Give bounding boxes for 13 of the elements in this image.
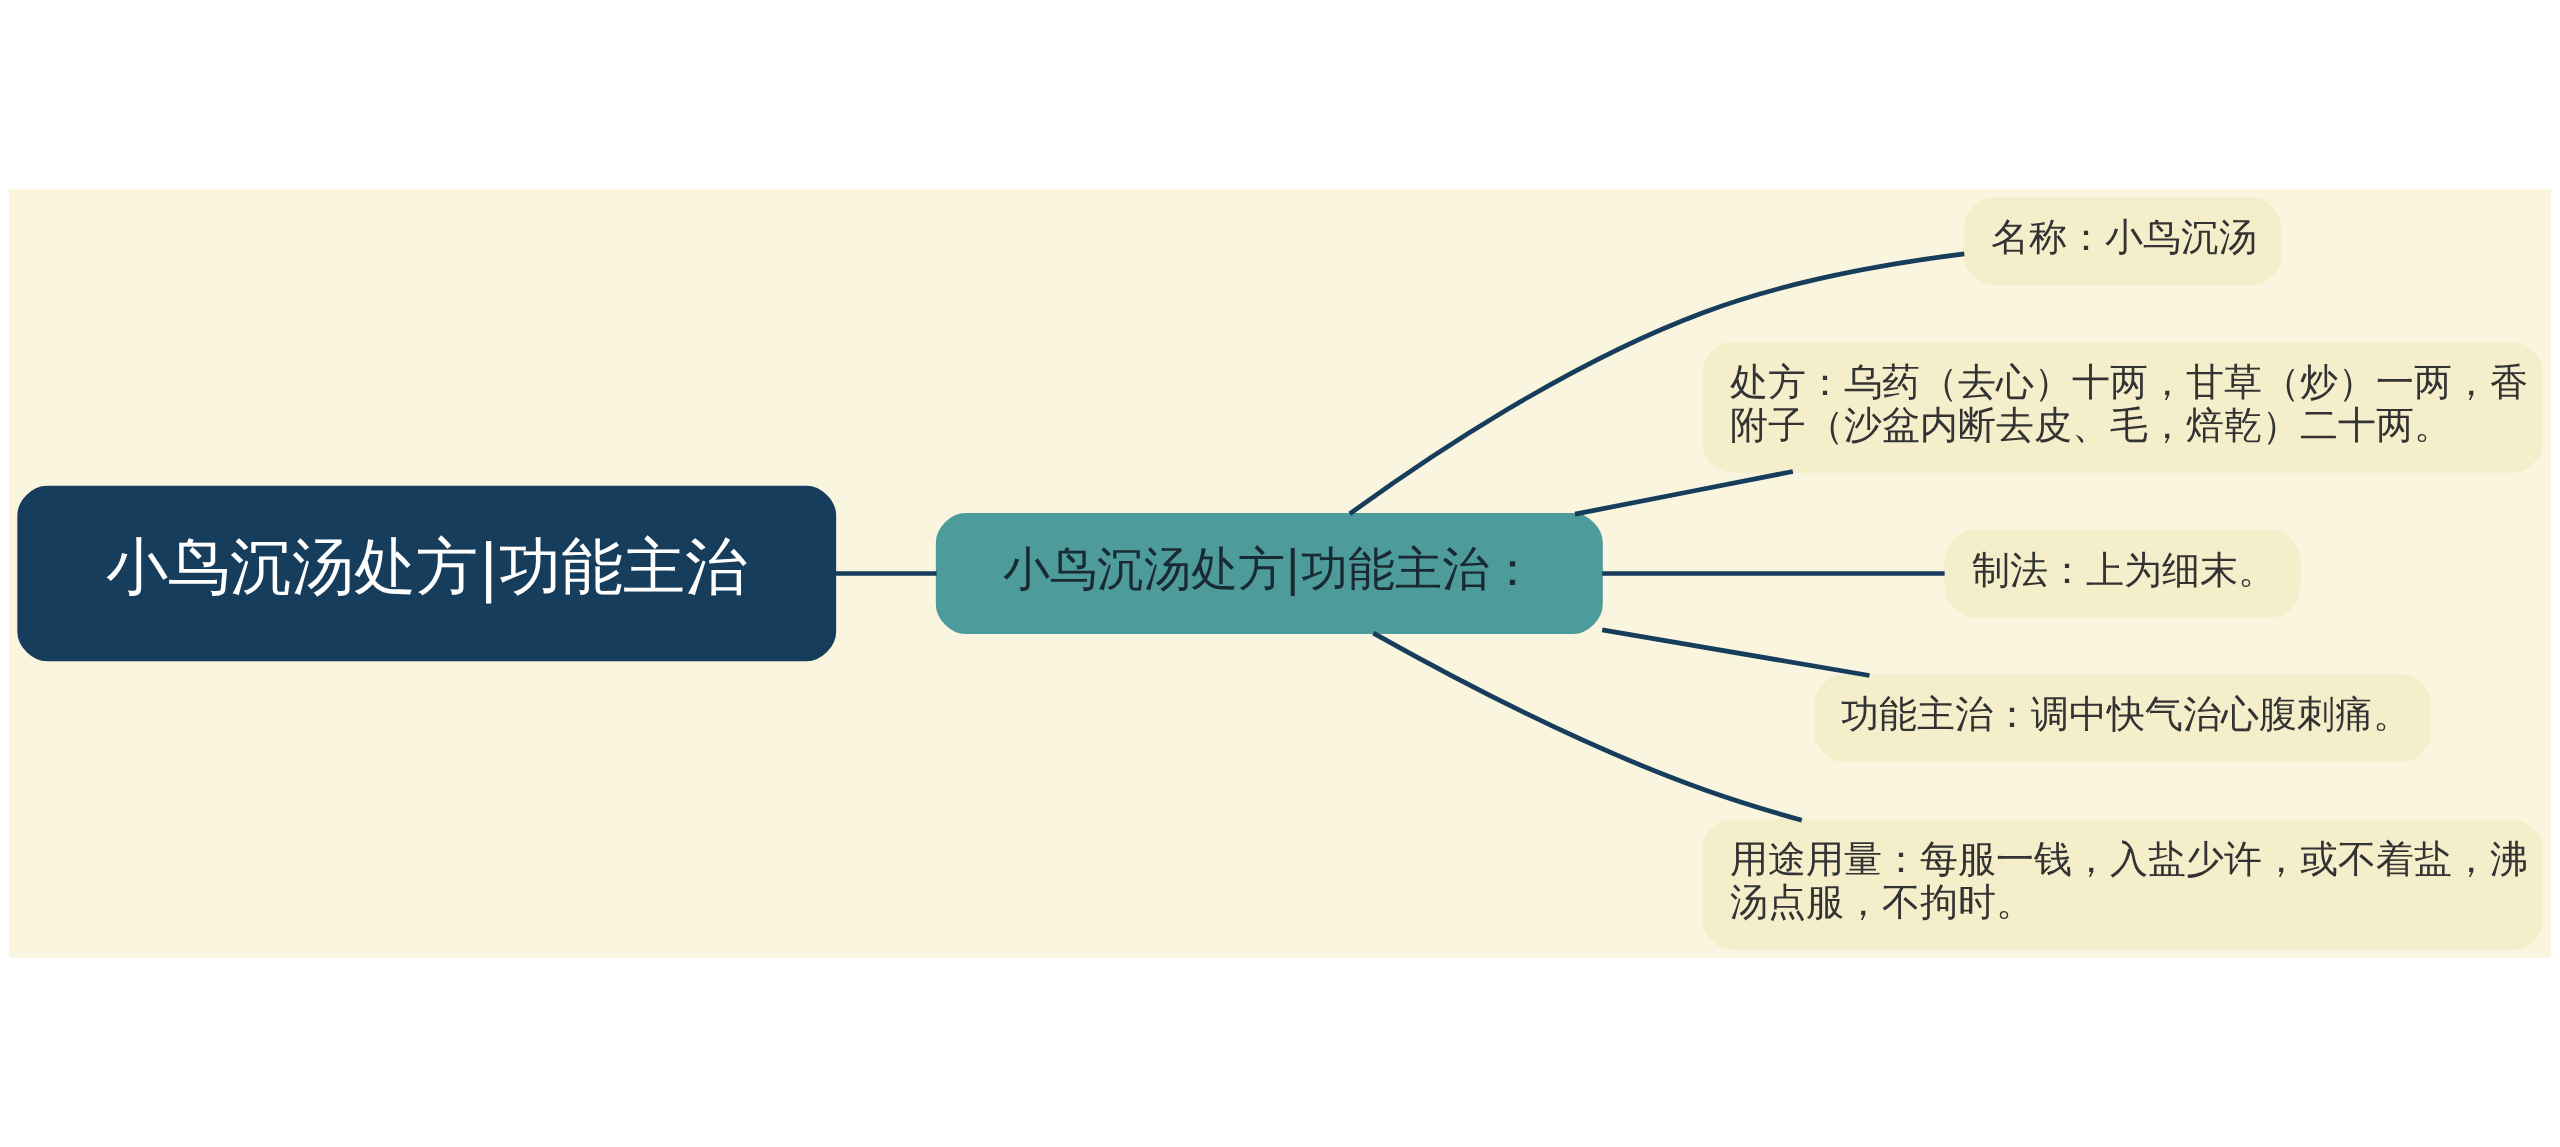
connector	[1574, 469, 1794, 517]
connector	[835, 571, 937, 576]
node-box: 制法：上为细末。	[1944, 529, 2301, 618]
node-box: 名称：小鸟沉汤	[1963, 197, 2282, 286]
node-box: 用途用量：每服一钱，入盐少许，或不着盐，沸汤点服，不拘时。	[1702, 819, 2543, 950]
connector	[1601, 627, 1870, 678]
node-box: 小鸟沉汤处方|功能主治：	[935, 512, 1603, 635]
node-box: 处方：乌药（去心）十两，甘草（炒）一两，香附子（沙盆内断去皮、毛，焙乾）二十两。	[1702, 342, 2543, 473]
connector	[1348, 251, 1965, 516]
node-box: 小鸟沉汤处方|功能主治	[17, 485, 837, 662]
connector	[1372, 631, 1803, 823]
connector	[1602, 571, 1945, 576]
node-box: 功能主治：调中快气治心腹刺痛。	[1814, 674, 2432, 763]
